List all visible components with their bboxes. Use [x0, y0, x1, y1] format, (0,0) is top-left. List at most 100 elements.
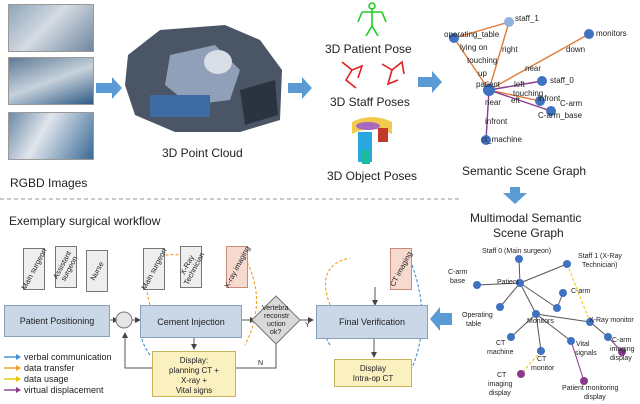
- patient-pose-figure: [357, 2, 387, 37]
- sg-node-operating-table: operating_table: [444, 30, 500, 39]
- role-xray-technician: X-Ray Technician: [178, 246, 206, 288]
- display-box-2: Display Intra-op CT: [334, 359, 412, 387]
- mm-carm-base-2: base: [450, 278, 466, 285]
- role-ct-imaging: CT imaging: [388, 248, 414, 290]
- rgbd-image-3: [8, 112, 94, 160]
- mm-patient-monitoring-1: Patient monitoring: [562, 385, 619, 392]
- legend-data-transfer: data transfer: [24, 363, 75, 373]
- sg-edge-left: left: [514, 80, 525, 89]
- mm-ct-imaging-1: CT: [497, 372, 507, 379]
- scene-graph-nodes: [449, 17, 594, 145]
- sg-node-carm: C-arm: [560, 99, 583, 108]
- role-xray-imaging: X-ray imaging: [222, 244, 252, 290]
- legend-virtual-displacement: virtual displacement: [24, 385, 104, 395]
- pipeline-arrow-1: [96, 77, 122, 99]
- step-cement-injection: Cement Injection: [140, 305, 242, 338]
- mm-vital-signals-2: signals: [575, 350, 597, 357]
- mm-ct-monitor-2: monitor: [531, 365, 555, 372]
- mm-patient: Patient: [497, 279, 519, 286]
- display-1-line-3: X-ray +: [180, 376, 207, 385]
- scene-graph-edges: [453, 21, 590, 141]
- step-patient-positioning: Patient Positioning: [4, 305, 110, 337]
- rgbd-label: RGBD Images: [10, 176, 88, 190]
- legend-verbal-communication: verbal communication: [24, 352, 112, 362]
- scene-graph-label: Semantic Scene Graph: [462, 164, 587, 178]
- display-2-line-1: Display: [359, 364, 387, 373]
- pipeline-arrow-2: [288, 77, 312, 99]
- sg-node-monitors: monitors: [596, 29, 627, 38]
- mm-carm-imaging-2: imaging: [610, 346, 635, 353]
- mm-carm-imaging-1: C-arm: [612, 337, 632, 344]
- mm-monitors: Monitors: [527, 318, 554, 325]
- role-main-surgeon: Main surgeon: [19, 246, 49, 292]
- decision-diamond: [251, 295, 301, 345]
- decision-line-4: ok?: [270, 329, 282, 336]
- sg-node-staff0: staff_0: [550, 76, 574, 85]
- decision-no: N: [258, 360, 264, 367]
- sg-edge-infront-2: infront: [485, 117, 508, 126]
- sg-node-patient: patient: [476, 80, 501, 89]
- role-assistant-surgeon: Assistant surgeon: [51, 246, 79, 288]
- rgbd-image-2: [8, 57, 94, 105]
- display-2-line-2: Intra-op CT: [352, 374, 394, 383]
- mm-carm-imaging-3: display: [610, 355, 632, 362]
- decision-line-2: reconstr: [264, 313, 290, 320]
- display-box-1: Display: planning CT + X-ray + Vital sig…: [152, 351, 236, 397]
- sg-node-staff1: staff_1: [515, 14, 539, 23]
- sg-edge-near-1: near: [525, 64, 542, 73]
- mm-carm: C-arm: [571, 288, 591, 295]
- sg-edge-touching-2: touching: [513, 89, 544, 98]
- sg-edge-down: down: [566, 45, 586, 54]
- sg-edge-near-2: near: [485, 98, 502, 107]
- sg-edge-up: up: [478, 69, 487, 78]
- display-1-line-2: planning CT +: [169, 366, 219, 375]
- sg-node-carm-base: C-arm_base: [538, 111, 583, 120]
- multimodal-graph-edges: [476, 258, 623, 382]
- sg-edge-lying-on: lying on: [460, 43, 488, 52]
- mm-vital-signals-1: Vital: [576, 341, 590, 348]
- mm-ct-imaging-3: display: [489, 390, 511, 397]
- sg-edge-infront-1: infront: [538, 94, 561, 103]
- object-poses-label: 3D Object Poses: [327, 169, 418, 183]
- multimodal-title-1: Multimodal Semantic: [470, 211, 582, 225]
- point-cloud-label: 3D Point Cloud: [162, 146, 243, 160]
- mm-ct-monitor-1: CT: [537, 356, 547, 363]
- multimodal-title-2: Scene Graph: [493, 226, 564, 240]
- role-main-surgeon-2: Main surgeon: [139, 246, 169, 292]
- mm-staff1-2: Technician): [582, 262, 618, 269]
- decision-line-3: uction: [267, 321, 286, 328]
- junction-circle: [115, 311, 133, 329]
- sg-edge-touching: touching: [467, 56, 498, 65]
- sg-node-ct-machine: ct_machine: [481, 135, 522, 144]
- mm-carm-base-1: C-arm: [448, 269, 468, 276]
- pipeline-arrow-3: [418, 71, 442, 93]
- legend-lines: [4, 356, 18, 391]
- mm-ct-machine-1: CT: [496, 340, 506, 347]
- pipeline-arrow-left: [430, 307, 452, 331]
- step-final-verification: Final Verification: [316, 305, 428, 339]
- mm-ct-imaging-2: imaging: [488, 381, 513, 388]
- legend-data-usage: data usage: [24, 374, 69, 384]
- mm-staff0: Staff 0 (Main surgeon): [482, 248, 552, 255]
- decision-line-1: Vertebra: [262, 305, 289, 312]
- display-1-line-1: Display:: [179, 356, 209, 365]
- mm-xray-monitor: X-Ray monitor: [589, 317, 634, 324]
- object-poses-figure: [352, 117, 392, 164]
- multimodal-graph-nodes: [473, 255, 626, 385]
- display-1-line-4: Vital signs: [175, 386, 213, 395]
- pipeline-arrow-down: [503, 187, 527, 204]
- mm-patient-monitoring-2: display: [584, 394, 606, 401]
- sg-edge-right: right: [502, 45, 518, 54]
- mm-op-table-1: Operating: [462, 312, 493, 319]
- patient-pose-label: 3D Patient Pose: [325, 42, 412, 56]
- staff-poses-label: 3D Staff Poses: [330, 95, 410, 109]
- point-cloud-image: [125, 25, 282, 132]
- staff-poses-figure: [341, 60, 405, 89]
- mm-staff1-1: Staff 1 (X-Ray: [578, 253, 622, 260]
- rgbd-image-1: [8, 4, 94, 52]
- role-nurse: Nurse: [86, 250, 108, 292]
- decision-yes: Y: [305, 322, 310, 329]
- mm-op-table-2: table: [466, 321, 482, 328]
- sg-edge-eft: eft: [511, 96, 520, 105]
